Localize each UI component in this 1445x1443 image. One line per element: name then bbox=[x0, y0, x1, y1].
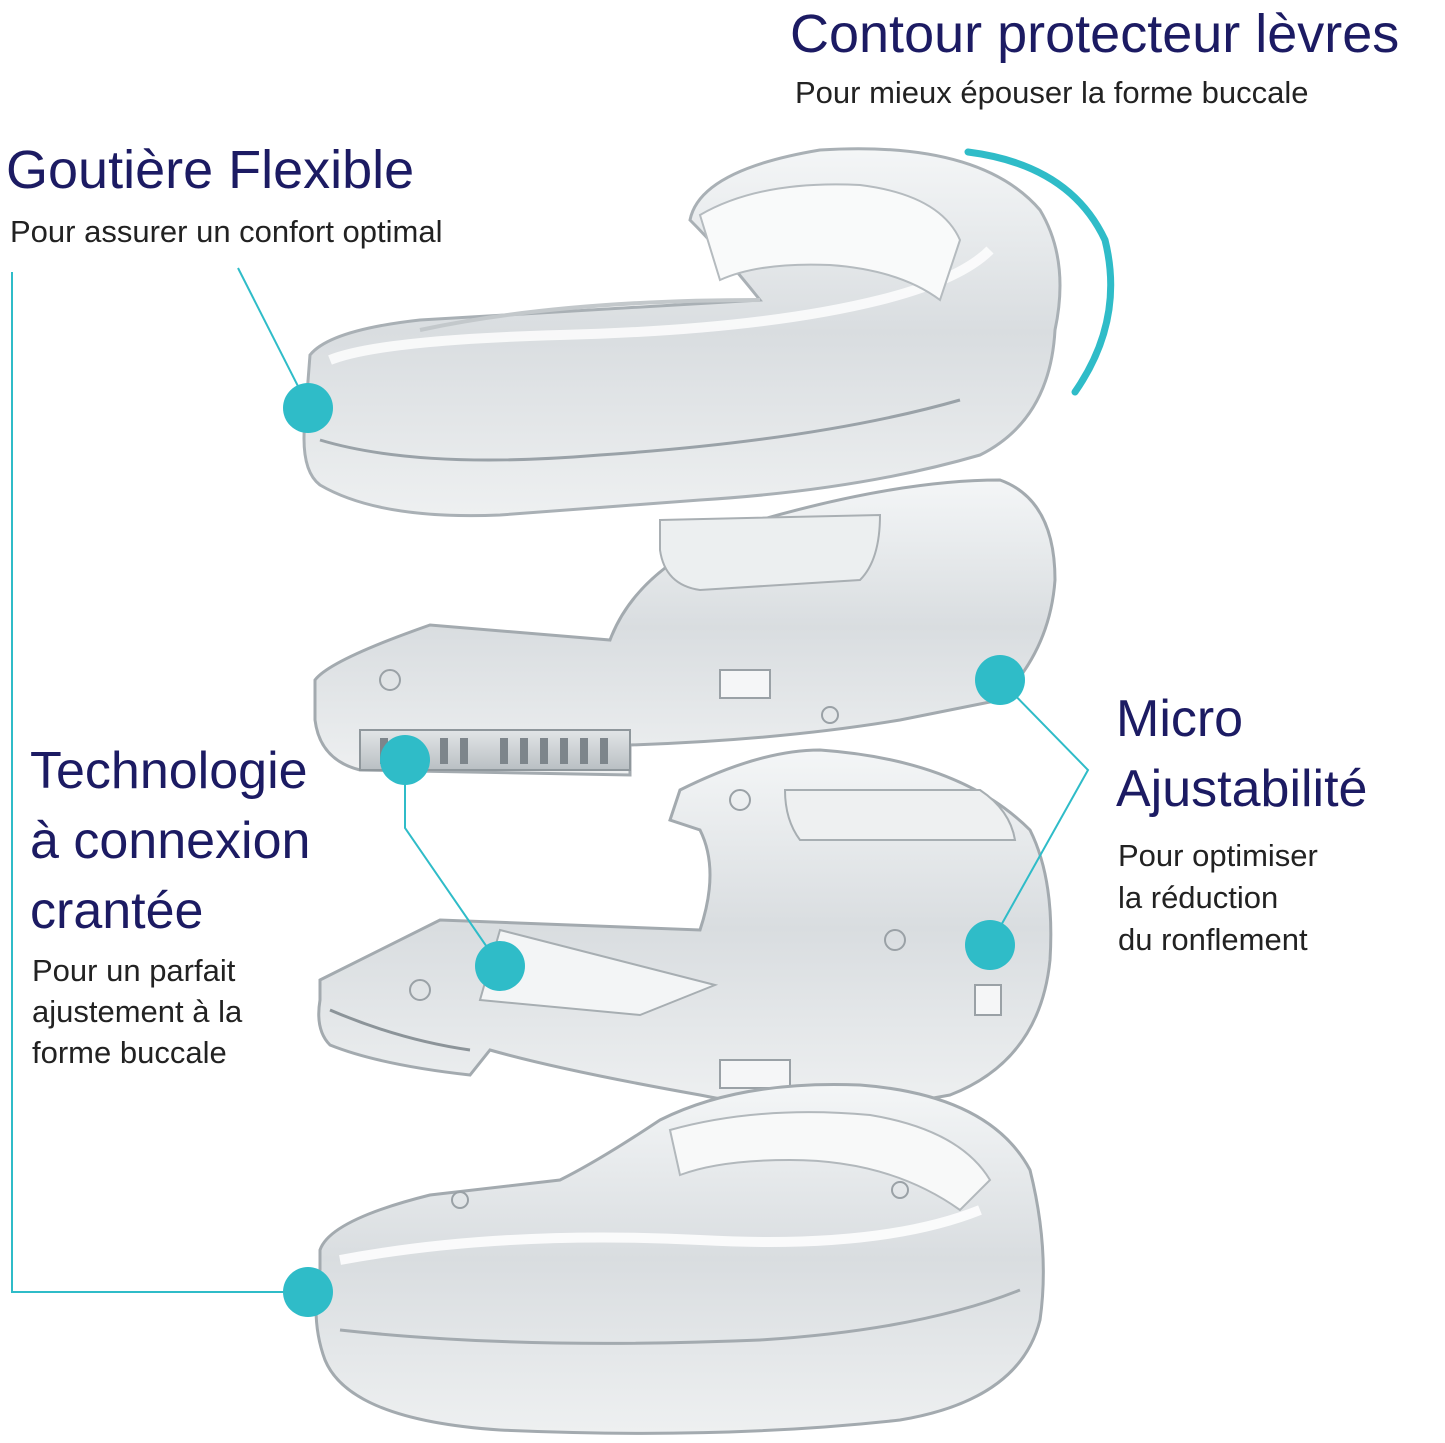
contour-subtitle: Pour mieux épouser la forme buccale bbox=[795, 75, 1309, 110]
technologie-title: Technologie à connexion crantée bbox=[30, 736, 310, 946]
micro-title-line-1: Micro bbox=[1116, 690, 1244, 748]
micro-subtitle: Pour optimiser la réduction du ronflemen… bbox=[1118, 835, 1318, 961]
lip-contour-arc bbox=[964, 148, 1115, 396]
contour-title: Contour protecteur lèvres bbox=[790, 4, 1400, 64]
upper-adjuster-plate-icon bbox=[313, 478, 1057, 777]
leader-bracket-left bbox=[11, 272, 305, 1293]
technologie-subtitle: Pour un parfait ajustement à la forme bu… bbox=[32, 950, 242, 1073]
micro-subtitle-line-2: la réduction bbox=[1118, 880, 1279, 915]
technologie-title-line-3: crantée bbox=[30, 882, 204, 940]
technologie-subtitle-line-2: ajustement à la bbox=[32, 994, 243, 1029]
leader-goutiere bbox=[237, 267, 306, 401]
micro-lower-marker-icon bbox=[965, 920, 1015, 970]
technologie-marker-icon bbox=[380, 735, 430, 785]
goutiere-title: Goutière Flexible bbox=[6, 140, 415, 200]
micro-title-line-2: Ajustabilité bbox=[1116, 760, 1368, 818]
technologie-subtitle-line-1: Pour un parfait bbox=[32, 953, 236, 988]
goutiere-subtitle: Pour assurer un confort optimal bbox=[10, 214, 443, 249]
micro-title: Micro Ajustabilité bbox=[1116, 684, 1367, 824]
technologie-plate-marker-icon bbox=[475, 941, 525, 991]
technologie-title-line-2: à connexion bbox=[30, 812, 311, 870]
micro-subtitle-line-1: Pour optimiser bbox=[1118, 838, 1318, 873]
upper-tray-icon bbox=[302, 147, 1062, 518]
bottom-tray-marker-icon bbox=[283, 1267, 333, 1317]
goutiere-marker-icon bbox=[283, 383, 333, 433]
lower-adjuster-plate-icon bbox=[317, 748, 1053, 1109]
technologie-title-line-1: Technologie bbox=[30, 742, 308, 800]
micro-upper-marker-icon bbox=[975, 655, 1025, 705]
lower-tray-icon bbox=[314, 1082, 1045, 1435]
micro-subtitle-line-3: du ronflement bbox=[1118, 922, 1308, 957]
leader-micro bbox=[989, 679, 1090, 946]
technologie-subtitle-line-3: forme buccale bbox=[32, 1035, 227, 1070]
